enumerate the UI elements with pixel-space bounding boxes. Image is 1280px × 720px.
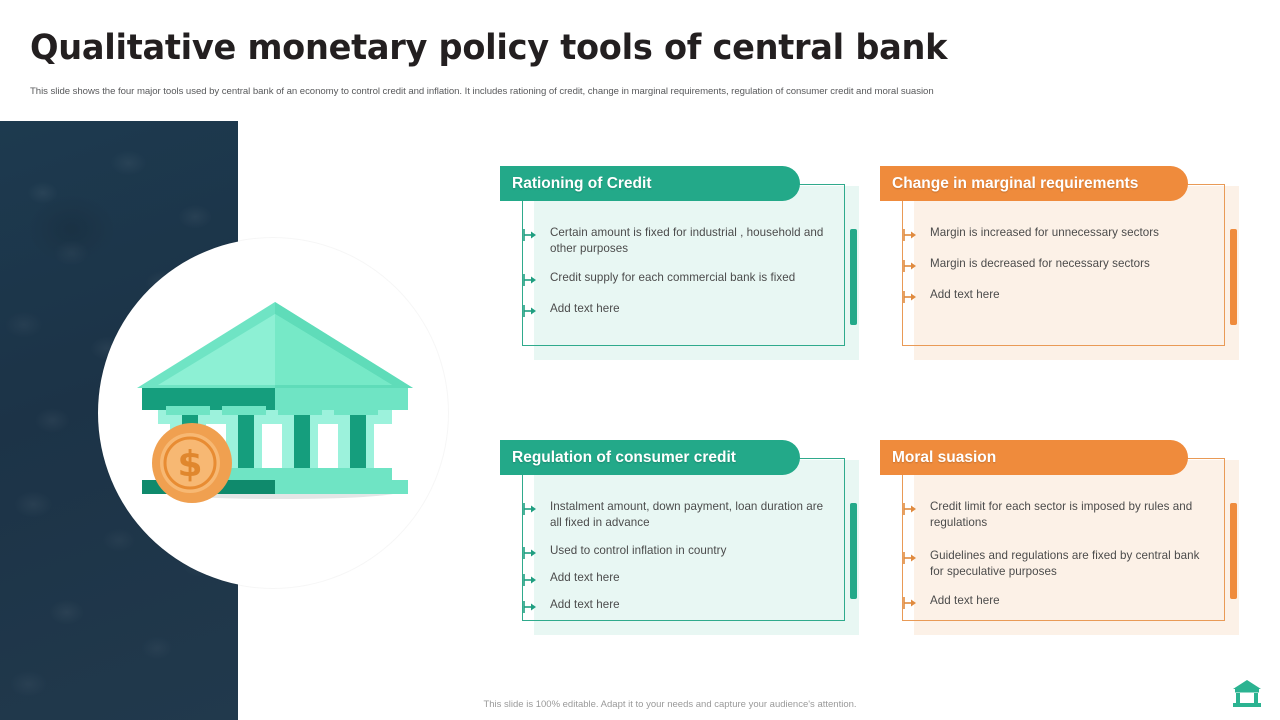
card-header-regulation-of-consumer-credit[interactable]: Regulation of consumer credit — [500, 440, 800, 475]
card-bullet-list: Instalment amount, down payment, loan du… — [522, 499, 831, 628]
arrow-bullet-icon — [902, 289, 920, 305]
card-rationing-of-credit[interactable]: Rationing of Credit Certain amount is fi… — [500, 166, 859, 360]
arrow-bullet-icon — [902, 595, 920, 611]
card-accent-bar — [1230, 229, 1237, 325]
list-item: Add text here — [522, 597, 831, 615]
list-item-text: Add text here — [930, 288, 1000, 301]
slide-header: Qualitative monetary policy tools of cen… — [0, 0, 1280, 121]
arrow-bullet-icon — [522, 272, 540, 288]
arrow-bullet-icon — [902, 550, 920, 566]
card-accent-bar — [850, 229, 857, 325]
arrow-bullet-icon — [902, 227, 920, 243]
arrow-bullet-icon — [902, 501, 920, 517]
list-item-text: Margin is decreased for necessary sector… — [930, 257, 1150, 270]
arrow-bullet-icon — [522, 572, 540, 588]
card-moral-suasion[interactable]: Moral suasion Credit limit for each sect… — [880, 440, 1239, 635]
card-body-tint — [914, 460, 1239, 635]
list-item-text: Add text here — [930, 594, 1000, 607]
list-item-text: Add text here — [550, 571, 620, 584]
card-accent-bar — [850, 503, 857, 599]
arrow-bullet-icon — [522, 501, 540, 517]
card-body-tint — [914, 186, 1239, 360]
list-item: Credit supply for each commercial bank i… — [522, 270, 831, 288]
list-item: Certain amount is fixed for industrial ,… — [522, 225, 831, 257]
card-header-change-in-marginal-requirements[interactable]: Change in marginal requirements — [880, 166, 1188, 201]
arrow-bullet-icon — [522, 599, 540, 615]
list-item-text: Add text here — [550, 302, 620, 315]
card-regulation-of-consumer-credit[interactable]: Regulation of consumer credit Instalment… — [500, 440, 859, 635]
list-item: Add text here — [522, 570, 831, 588]
list-item-text: Add text here — [550, 598, 620, 611]
card-header-moral-suasion[interactable]: Moral suasion — [880, 440, 1188, 475]
list-item-text: Instalment amount, down payment, loan du… — [550, 500, 824, 529]
card-body-tint — [534, 186, 859, 360]
list-item: Add text here — [522, 301, 831, 319]
card-bullet-list: Certain amount is fixed for industrial ,… — [522, 225, 831, 332]
list-item: Used to control inflation in country — [522, 543, 831, 561]
arrow-bullet-icon — [902, 258, 920, 274]
list-item: Instalment amount, down payment, loan du… — [522, 499, 831, 531]
list-item-text: Guidelines and regulations are fixed by … — [930, 549, 1200, 578]
list-item: Credit limit for each sector is imposed … — [902, 499, 1211, 531]
list-item: Add text here — [902, 593, 1211, 611]
page-subtitle: This slide shows the four major tools us… — [30, 86, 934, 97]
list-item-text: Credit limit for each sector is imposed … — [930, 500, 1193, 529]
list-item-text: Certain amount is fixed for industrial ,… — [550, 226, 824, 255]
card-bullet-list: Margin is increased for unnecessary sect… — [902, 225, 1211, 318]
list-item: Margin is decreased for necessary sector… — [902, 256, 1211, 274]
bank-building-with-dollar-coin-icon: $ — [137, 302, 413, 503]
list-item: Add text here — [902, 287, 1211, 305]
arrow-bullet-icon — [522, 303, 540, 319]
bank-logo-icon — [1233, 680, 1261, 707]
card-bullet-list: Credit limit for each sector is imposed … — [902, 499, 1211, 624]
list-item-text: Margin is increased for unnecessary sect… — [930, 226, 1159, 239]
arrow-bullet-icon — [522, 227, 540, 243]
card-change-in-marginal-requirements[interactable]: Change in marginal requirements Margin i… — [880, 166, 1239, 360]
page-title: Qualitative monetary policy tools of cen… — [30, 28, 948, 68]
list-item: Guidelines and regulations are fixed by … — [902, 548, 1211, 580]
arrow-bullet-icon — [522, 545, 540, 561]
svg-text:$: $ — [177, 444, 202, 485]
footer-note: This slide is 100% editable. Adapt it to… — [483, 699, 857, 710]
list-item-text: Used to control inflation in country — [550, 544, 727, 557]
card-header-rationing-of-credit[interactable]: Rationing of Credit — [500, 166, 800, 201]
card-accent-bar — [1230, 503, 1237, 599]
list-item: Margin is increased for unnecessary sect… — [902, 225, 1211, 243]
list-item-text: Credit supply for each commercial bank i… — [550, 271, 796, 284]
card-body-tint — [534, 460, 859, 635]
